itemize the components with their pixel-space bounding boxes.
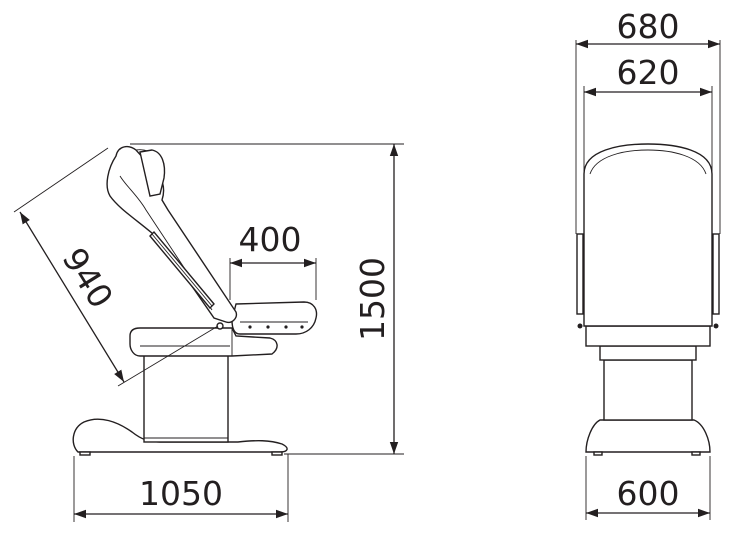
front-base-foot-right <box>691 451 701 456</box>
front-base-foot-left <box>593 451 603 456</box>
front-carriage <box>599 345 697 361</box>
dim-label-inner-width: 620 <box>617 53 680 92</box>
front-rail-right <box>712 233 720 315</box>
front-seat-frame <box>585 325 711 347</box>
dim-label-outer-width: 680 <box>617 7 680 46</box>
dim-line-backrest <box>19 211 125 383</box>
side-headrest <box>139 149 166 197</box>
dim-label-backrest: 940 <box>55 241 121 315</box>
front-view: 680 620 600 <box>575 7 721 520</box>
side-column <box>143 347 229 443</box>
dim-label-seat: 400 <box>239 220 302 259</box>
side-seat-cushion <box>231 301 318 335</box>
side-backrest <box>106 145 238 324</box>
front-rail-left <box>576 233 584 315</box>
front-backrest <box>583 143 713 327</box>
front-base <box>585 419 711 453</box>
dim-label-length: 1050 <box>139 474 223 513</box>
dim-label-height: 1500 <box>353 257 392 341</box>
side-view: 1050 1500 400 940 <box>13 143 404 522</box>
front-column <box>603 359 693 421</box>
side-carriage <box>129 327 278 357</box>
side-base-foot-left <box>79 451 91 456</box>
dim-label-base-width: 600 <box>617 474 680 513</box>
side-base-foot-right <box>271 451 283 456</box>
